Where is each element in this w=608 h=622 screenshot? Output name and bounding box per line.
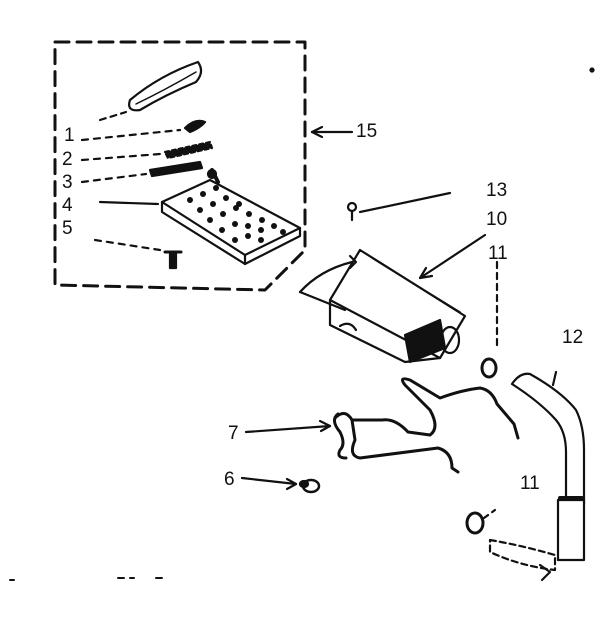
leader-11b (482, 508, 497, 520)
callout-15: 15 (356, 121, 378, 142)
part-12-elbow-hose (510, 372, 586, 506)
leader-10 (418, 233, 487, 280)
leader-10-arrow (418, 266, 434, 280)
leader-1 (80, 128, 182, 142)
leader-cover (98, 110, 128, 122)
leader-15-arrow (310, 125, 324, 139)
part-3-gasket (148, 160, 204, 178)
housing-rod (371, 257, 461, 313)
kit-to-housing-leader (298, 260, 354, 294)
part-2-strip (163, 140, 214, 160)
callout-12: 12 (562, 327, 584, 348)
leader-4 (98, 200, 160, 206)
callout-6: 6 (224, 469, 235, 490)
leader-7-arrow (318, 419, 332, 433)
part-13-fastener (346, 201, 358, 213)
kit-boundary-dashed (53, 40, 307, 292)
part-7-wire-harness (333, 377, 520, 474)
callout-2: 2 (62, 149, 73, 170)
leader-13 (358, 191, 452, 214)
lower-fitting (556, 498, 586, 562)
callout-10: 10 (486, 209, 508, 230)
part-5-screw (168, 250, 178, 270)
callout-11-lower: 11 (520, 473, 540, 494)
callout-1: 1 (64, 125, 75, 146)
leader-2 (80, 152, 162, 162)
part-11-grommet-lower (465, 511, 485, 535)
filter-cover (128, 60, 203, 112)
part-11-grommet-upper (480, 357, 498, 379)
leader-12 (551, 370, 558, 387)
part-1-clip (183, 119, 207, 134)
leader-3 (80, 172, 148, 184)
leader-7 (244, 424, 332, 434)
callout-13: 13 (486, 180, 508, 201)
plate-holes (187, 185, 286, 243)
leader-5 (93, 238, 162, 252)
callout-3: 3 (62, 172, 73, 193)
part-4-plate (160, 178, 302, 257)
callout-11-upper: 11 (488, 243, 508, 264)
callout-4: 4 (62, 195, 73, 216)
leader-6 (240, 476, 298, 486)
callout-5: 5 (62, 218, 73, 239)
housing-end (403, 318, 447, 364)
callout-7: 7 (228, 423, 239, 444)
leader-6-arrow (285, 477, 298, 491)
